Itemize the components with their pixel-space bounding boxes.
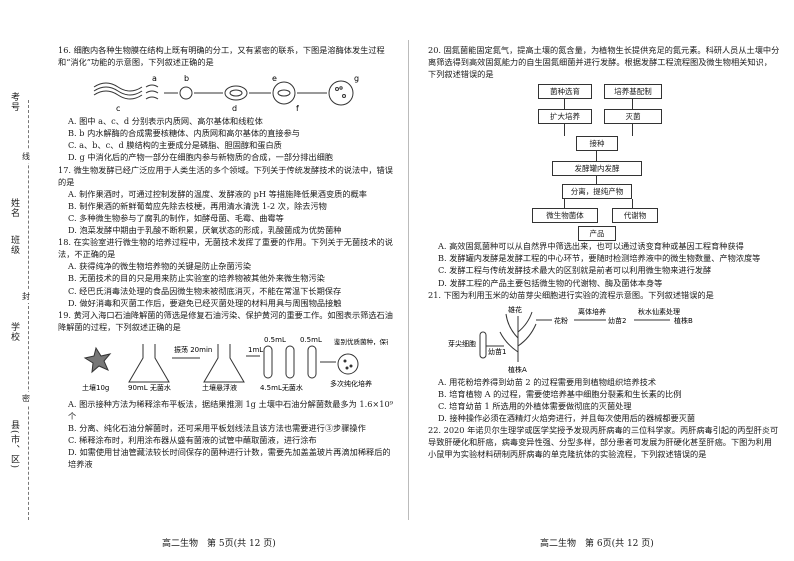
shake-label: 振荡 20min xyxy=(174,345,212,354)
flow-select: 菌种选育 xyxy=(538,84,592,100)
ml1-label: 1mL xyxy=(248,346,263,354)
suspension-label: 土壤悬浮液 xyxy=(202,383,237,392)
lysosome-diagram: c a b d e f g xyxy=(93,74,359,113)
flow-medium: 培养基配制 xyxy=(604,84,662,100)
q20-stem: 20. 固氮菌能固定氮气，提高土壤的氮含量，为植物生长提供充足的氮元素。科研人员… xyxy=(428,45,780,80)
seal-line xyxy=(28,100,29,520)
q20-option-a: A. 高效固氮菌种可以从自然界中筛选出来，也可以通过诱变育种或基因工程育种获得 xyxy=(438,241,744,252)
q19-option-d: D. 如需使用甘油管藏法较长时间保存的菌种进行计数，需要先加盖盖玻片再滴加稀释后… xyxy=(68,447,391,470)
q21-stem: 21. 下图为利用玉米的幼苗芽尖细胞进行实验的流程示意图。下列叙述错误的是 xyxy=(428,289,714,300)
page-footer-left: 高二生物 第 5页(共 12 页) xyxy=(162,539,276,549)
q17-option-a: A. 制作果酒时，可通过控制发酵的温度、发酵液的 pH 等措施降低果酒变质的概率 xyxy=(68,188,367,199)
seal-word-line: 线 xyxy=(22,150,30,163)
q21-option-c: C. 培育幼苗 1 所选用的外植体需要做彻底的灭菌处理 xyxy=(438,400,632,411)
label-e: e xyxy=(272,74,277,83)
flower-label: 雄花 xyxy=(508,305,522,314)
pure-label: 多次纯化培养 xyxy=(330,379,372,388)
label-d: d xyxy=(232,104,237,113)
flow-metab: 代谢物 xyxy=(612,208,658,224)
colch-label: 秋水仙素处理 xyxy=(638,307,680,316)
q21-option-b: B. 培育植物 A 的过程，需要使培养基中细胞分裂素和生长素的比例 xyxy=(438,388,682,399)
binding-margin: 考号 姓名 班级 学校 县(市、区) 线 封 密 xyxy=(0,0,40,561)
ml05b-label: 0.5mL xyxy=(300,336,322,344)
flow-inoculate: 接种 xyxy=(576,136,618,152)
q17-option-c: C. 多种微生物参与了腐乳的制作，如酵母菌、毛霉、曲霉等 xyxy=(68,212,284,223)
seal-word-secret: 密 xyxy=(22,392,30,405)
column-divider xyxy=(408,40,409,520)
ml05a-label: 0.5mL xyxy=(264,336,286,344)
q16-option-c: C. a、b、c、d 膜结构的主要成分是磷脂、胆固醇和蛋白质 xyxy=(68,140,282,151)
plantB-label: 植株B xyxy=(674,316,693,325)
s2-label: 幼苗2 xyxy=(608,316,626,325)
q16-stem: 16. 细胞内各种生物膜在结构上既有明确的分工，又有紧密的联系，下图是溶酶体发生… xyxy=(58,45,385,68)
water45-label: 4.5mL无菌水 xyxy=(260,383,303,392)
identify-label: 鉴别优质菌种，保存备用 xyxy=(334,337,388,346)
soil-label: 土壤10g xyxy=(82,383,109,392)
flow-sterilize: 灭菌 xyxy=(604,109,662,125)
q17-option-d: D. 泡菜发酵中期由于乳酸不断积累，厌氧状态的形成，乳酸菌成为优势菌种 xyxy=(68,225,342,236)
q17-option-b: B. 制作果酒的新鲜葡萄应先除去枝梗，再用清水清洗 1-2 次，除去污物 xyxy=(68,200,327,211)
q20-option-d: D. 发酵工程的产品主要包括微生物的代谢物、酶及菌体本身等 xyxy=(438,277,663,288)
page-footer-right: 高二生物 第 6页(共 12 页) xyxy=(540,539,654,549)
culture-label: 离体培养 xyxy=(578,307,606,316)
q22-stem: 22. 2020 年诺贝尔生理学或医学奖授予发现丙肝病毒的三位科学家。丙肝病毒引… xyxy=(428,425,779,460)
tip-label: 芽尖细胞 xyxy=(448,339,476,348)
q21-option-d: D. 接种操作必须在酒精灯火焰旁进行，并且每次使用后的器械都要灭菌 xyxy=(438,413,696,424)
fermentation-flowchart: 菌种选育 培养基配制 扩大培养 灭菌 接种 发酵罐内发酵 分离，提纯产物 微生物… xyxy=(428,80,780,242)
margin-label-exam-no: 考号 xyxy=(9,92,19,112)
water90-label: 90mL 无菌水 xyxy=(128,383,171,392)
margin-label-school: 学校 xyxy=(9,322,19,342)
maize-diagram: 雄花 花粉 离体培养 幼苗2 秋水仙素处理 植株B 芽尖细胞 幼苗1 植株A xyxy=(448,305,693,374)
pollen-label: 花粉 xyxy=(554,316,568,325)
q17-stem: 17. 微生物发酵已经广泛应用于人类生活的多个领域。下列关于传统发酵技术的说法中… xyxy=(58,164,393,187)
screening-diagram: 土壤10g 90mL 无菌水 振荡 20min 土壤悬浮液 1mL 0.5mL … xyxy=(82,336,388,392)
q18-option-d: D. 做好消毒和灭菌工作后，要避免已经灭菌处理的材料用具与周围物品接触 xyxy=(68,297,342,308)
label-a: a xyxy=(152,74,157,83)
q18-stem: 18. 在实验室进行微生物的培养过程中，无菌技术发挥了重要的作用。下列关于无菌技… xyxy=(58,237,393,260)
q20-option-b: B. 发酵罐内发酵是发酵工程的中心环节，要随时检测培养液中的微生物数量、产物浓度… xyxy=(438,253,761,264)
flow-product: 产品 xyxy=(578,226,616,242)
margin-label-name: 姓名 xyxy=(9,198,19,218)
q19-stem: 19. 黄河入海口石油降解菌的筛选是修复石油污染、保护黄河的重要工作。如图表示筛… xyxy=(58,309,393,332)
q18-option-a: A. 获得纯净的微生物培养物的关键是防止杂菌污染 xyxy=(68,261,252,272)
q19-option-b: B. 分离、纯化石油分解菌时，还可采用平板划线法且该方法也需要进行③步骤操作 xyxy=(68,423,366,434)
label-c: c xyxy=(116,104,120,113)
plantA-label: 植株A xyxy=(508,365,527,374)
q20-option-c: C. 发酵工程与传统发酵技术最大的区别就是前者可以利用微生物来进行发酵 xyxy=(438,265,712,276)
flow-expand: 扩大培养 xyxy=(538,109,592,125)
flow-separate: 分离，提纯产物 xyxy=(562,184,632,200)
seal-word-seal: 封 xyxy=(22,290,30,303)
q16-option-b: B. b 内水解酶的合成需要核糖体、内质网和高尔基体的直接参与 xyxy=(68,128,300,139)
flow-ferment: 发酵罐内发酵 xyxy=(552,161,642,177)
q21-option-a: A. 用花粉培养得到幼苗 2 的过程需要用到植物组织培养技术 xyxy=(438,376,657,387)
q16-option-a: A. 图中 a、c、d 分别表示内质网、高尔基体和线粒体 xyxy=(68,116,263,127)
label-b: b xyxy=(184,74,189,83)
s1-label: 幼苗1 xyxy=(488,347,506,356)
q18-option-b: B. 无菌技术的目的只是用来防止实验室的培养物被其他外来微生物污染 xyxy=(68,273,325,284)
label-f: f xyxy=(296,104,299,113)
right-column: 20. 固氮菌能固定氮气，提高土壤的氮含量，为植物生长提供充足的氮元素。科研人员… xyxy=(428,44,780,460)
q18-option-c: C. 经巴氏消毒法处理的食品因微生物未被彻底消灭，不能在常温下长期保存 xyxy=(68,285,342,296)
margin-label-class: 班级 xyxy=(9,235,19,255)
q19-option-c: C. 稀释涂布时，利用涂布器从盛有菌液的试管中蘸取菌液，进行涂布 xyxy=(68,435,317,446)
margin-label-county: 县(市、区) xyxy=(9,420,19,470)
q19-option-a: A. 图示接种方法为稀释涂布平板法，据结果推测 1g 土壤中石油分解菌数最多为 … xyxy=(68,398,393,421)
label-g: g xyxy=(354,74,359,83)
q16-option-d: D. g 中消化后的产物一部分在细胞内参与新物质的合成，一部分排出细胞 xyxy=(68,152,333,163)
flow-cells: 微生物菌体 xyxy=(532,208,598,224)
left-column: 16. 细胞内各种生物膜在结构上既有明确的分工，又有紧密的联系，下图是溶酶体发生… xyxy=(58,44,396,470)
